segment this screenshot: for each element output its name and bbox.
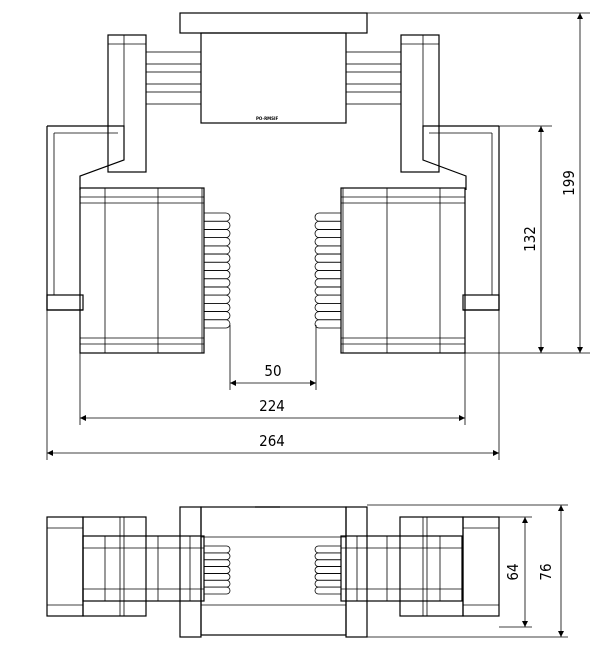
dim-side-outer-height: 76 bbox=[537, 563, 555, 580]
coil-loop bbox=[314, 294, 341, 304]
gearbox-block bbox=[200, 32, 347, 124]
coil-loop bbox=[204, 552, 231, 561]
coil-loop bbox=[314, 566, 341, 574]
coil-loop bbox=[314, 278, 341, 288]
right-upright bbox=[400, 34, 440, 173]
dim-overall-width: 264 bbox=[259, 432, 285, 450]
top-cap-plate bbox=[179, 12, 368, 34]
dim-total-height: 199 bbox=[560, 170, 578, 196]
coil-loop bbox=[204, 286, 231, 296]
dim-side-inner-height: 64 bbox=[504, 563, 522, 580]
top-view-dimensions: 50 224 264 132 199 bbox=[46, 12, 590, 460]
model-label: PO-RMSIF bbox=[256, 116, 278, 121]
dim-motor-span: 224 bbox=[259, 397, 285, 415]
coil-loop bbox=[314, 220, 341, 230]
coil-loop bbox=[314, 270, 341, 280]
left-motor bbox=[79, 187, 205, 354]
coil-loop bbox=[204, 229, 231, 239]
coil-loop bbox=[204, 245, 231, 255]
coil-loop bbox=[204, 253, 231, 263]
coil-loop bbox=[314, 212, 341, 222]
coil-loop bbox=[204, 586, 231, 595]
coil-loop bbox=[204, 545, 231, 554]
coil-loop bbox=[314, 237, 341, 247]
coil-loop bbox=[314, 253, 341, 263]
dim-shaft-gap: 50 bbox=[264, 362, 281, 380]
coil-loop bbox=[314, 552, 341, 561]
coil-loop bbox=[204, 566, 231, 574]
coil-loop bbox=[314, 261, 341, 271]
left-base-frame bbox=[46, 125, 125, 311]
side-view-dimensions: 64 76 bbox=[367, 504, 568, 638]
right-motor bbox=[340, 187, 466, 354]
coil-loop bbox=[204, 261, 231, 271]
side-center-housing bbox=[200, 506, 347, 636]
coil-loop bbox=[204, 278, 231, 288]
top-view: PO-RMSIF bbox=[46, 12, 500, 354]
coil-loop bbox=[314, 286, 341, 296]
left-upright bbox=[107, 34, 147, 173]
coil-loop bbox=[314, 545, 341, 554]
left-shafts bbox=[145, 51, 202, 105]
coil-loop bbox=[314, 302, 341, 312]
coil-loop bbox=[204, 294, 231, 304]
coil-loop bbox=[204, 311, 231, 321]
coil-loop bbox=[204, 237, 231, 247]
coil-loop bbox=[204, 319, 231, 329]
coil-loop bbox=[204, 579, 231, 588]
coil-loop bbox=[204, 302, 231, 312]
side-left-coil bbox=[204, 545, 231, 595]
coil-loop bbox=[204, 220, 231, 230]
coil-loop bbox=[204, 212, 231, 222]
right-base-frame bbox=[422, 125, 500, 311]
coil-loop bbox=[204, 559, 231, 567]
dim-body-height: 132 bbox=[521, 226, 539, 252]
coil-loop bbox=[314, 245, 341, 255]
coil-loop bbox=[314, 559, 341, 567]
coil-loop bbox=[314, 579, 341, 588]
coil-loop bbox=[314, 586, 341, 595]
coil-loop bbox=[314, 319, 341, 329]
coil-loop bbox=[204, 573, 231, 581]
coil-loop bbox=[314, 573, 341, 581]
side-left-assembly bbox=[46, 516, 205, 617]
coil-loop bbox=[204, 270, 231, 280]
side-view bbox=[46, 506, 500, 638]
side-right-assembly bbox=[340, 516, 500, 617]
coil-loop bbox=[314, 229, 341, 239]
right-shafts bbox=[345, 51, 402, 105]
side-right-coil bbox=[314, 545, 341, 595]
left-coil bbox=[204, 212, 231, 329]
coil-loop bbox=[314, 311, 341, 321]
right-coil bbox=[314, 212, 341, 329]
